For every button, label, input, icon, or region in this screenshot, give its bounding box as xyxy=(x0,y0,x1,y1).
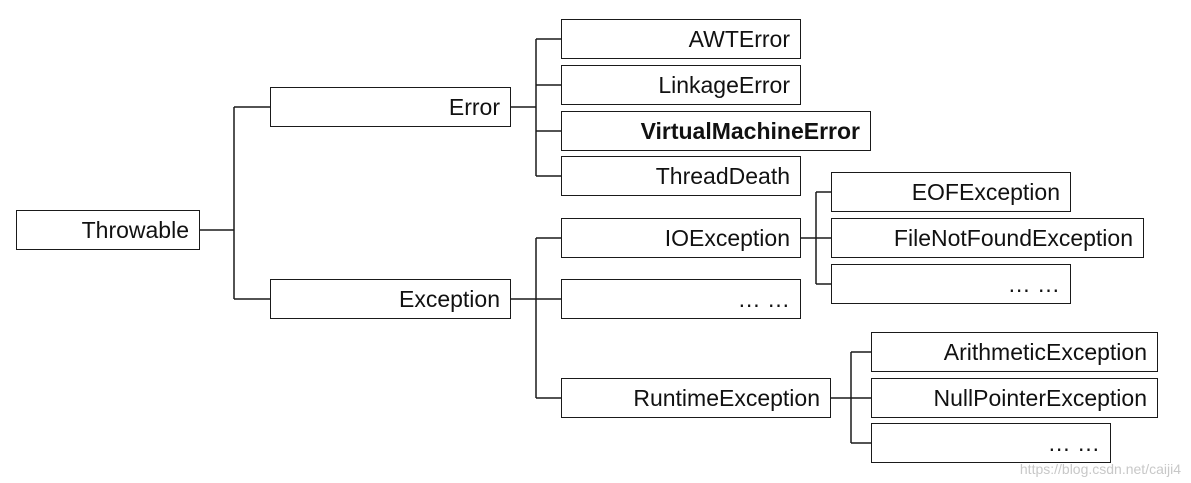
watermark-text: https://blog.csdn.net/caiji4 xyxy=(1019,461,1181,477)
node-linkageerror: LinkageError xyxy=(561,65,801,105)
node-nullpointerexception: NullPointerException xyxy=(871,378,1158,418)
node-exception: Exception xyxy=(270,279,511,319)
node-ioexception-ellipsis: … … xyxy=(831,264,1071,304)
node-runtimeexception-ellipsis: … … xyxy=(871,423,1111,463)
node-throwable: Throwable xyxy=(16,210,200,250)
node-threaddeath: ThreadDeath xyxy=(561,156,801,196)
node-runtimeexception: RuntimeException xyxy=(561,378,831,418)
node-exception-ellipsis: … … xyxy=(561,279,801,319)
node-virtualmachineerror: VirtualMachineError xyxy=(561,111,871,151)
node-error: Error xyxy=(270,87,511,127)
node-awterror: AWTError xyxy=(561,19,801,59)
node-arithmeticexception: ArithmeticException xyxy=(871,332,1158,372)
node-ioexception: IOException xyxy=(561,218,801,258)
node-eofexception: EOFException xyxy=(831,172,1071,212)
node-filenotfoundexception: FileNotFoundException xyxy=(831,218,1144,258)
